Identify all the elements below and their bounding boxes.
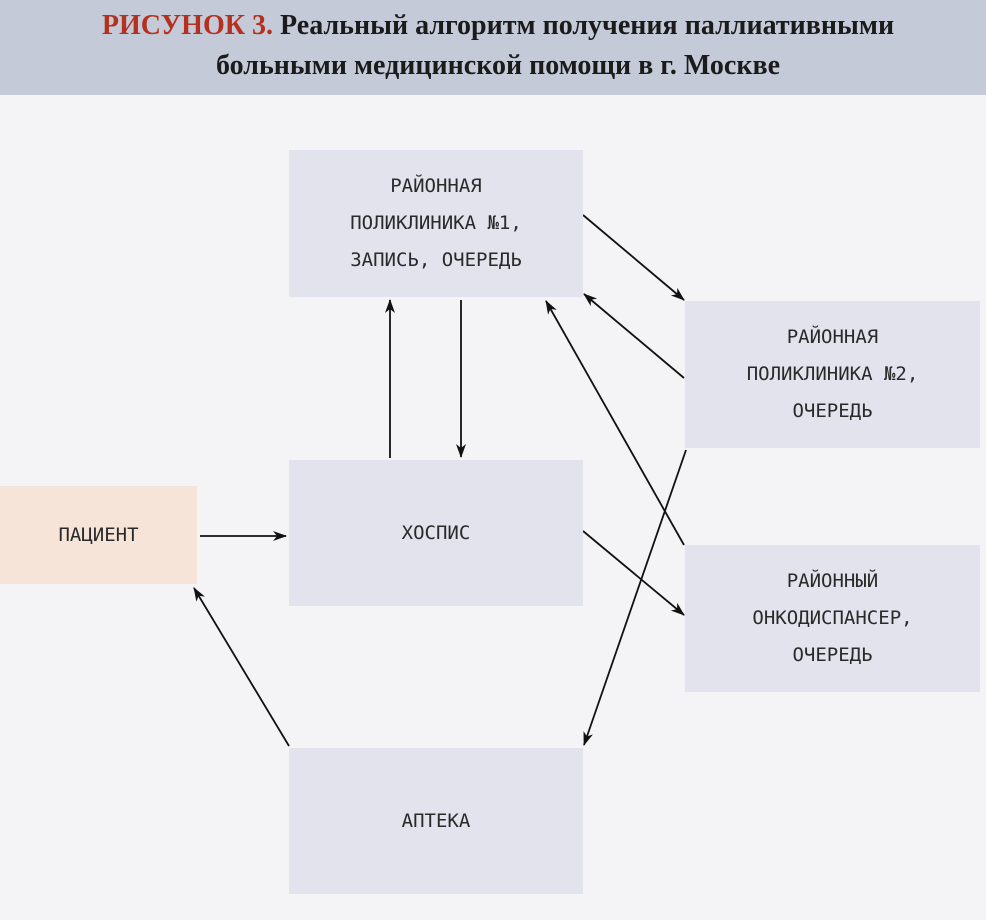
- edge-group: [193, 214, 687, 747]
- header-bar: [0, 0, 986, 95]
- oncology-line-1: РАЙОННЫЙ: [786, 570, 879, 592]
- clinic1-line-1: РАЙОННАЯ: [390, 175, 482, 197]
- node-patient: ПАЦИЕНТ: [0, 486, 197, 584]
- clinic2-line-1: РАЙОННАЯ: [786, 326, 879, 348]
- arrow-clinic2-to-pharmacy: [583, 449, 687, 746]
- node-pharmacy: АПТЕКА: [289, 748, 583, 894]
- arrow-clinic2-to-clinic1: [583, 293, 685, 379]
- clinic2-line-3: ОЧЕРЕДЬ: [792, 400, 873, 422]
- figure-title: РИСУНОК 3. Реальный алгоритм получения п…: [18, 6, 978, 86]
- clinic1-line-2: ПОЛИКЛИНИКА №1,: [350, 212, 522, 234]
- title-line-2: больными медицинской помощи в г. Москве: [215, 50, 781, 81]
- patient-label: ПАЦИЕНТ: [58, 523, 139, 546]
- arrow-oncology-to-clinic1: [545, 300, 685, 546]
- arrow-hospice-to-oncology: [582, 530, 685, 616]
- oncology-line-3: ОЧЕРЕДЬ: [792, 644, 873, 666]
- oncology-line-2: ОНКОДИСПАНСЕР,: [752, 607, 913, 629]
- arrow-clinic1-to-clinic2: [582, 214, 685, 301]
- node-hospice: ХОСПИС: [289, 460, 583, 606]
- node-oncology: РАЙОННЫЙ ОНКОДИСПАНСЕР, ОЧЕРЕДЬ: [685, 545, 980, 692]
- clinic2-line-2: ПОЛИКЛИНИКА №2,: [746, 363, 919, 385]
- node-clinic1: РАЙОННАЯ ПОЛИКЛИНИКА №1, ЗАПИСЬ, ОЧЕРЕДЬ: [289, 150, 583, 297]
- figure-label: РИСУНОК 3.: [101, 10, 274, 41]
- hospice-label: ХОСПИС: [401, 521, 471, 544]
- node-clinic2: РАЙОННАЯ ПОЛИКЛИНИКА №2, ОЧЕРЕДЬ: [685, 301, 980, 448]
- arrow-pharmacy-to-patient: [193, 587, 290, 747]
- pharmacy-label: АПТЕКА: [401, 809, 471, 832]
- title-text-1: Реальный алгоритм получения паллиативным…: [280, 10, 895, 41]
- title-line-1: РИСУНОК 3. Реальный алгоритм получения п…: [18, 6, 978, 46]
- clinic1-line-3: ЗАПИСЬ, ОЧЕРЕДЬ: [350, 249, 522, 271]
